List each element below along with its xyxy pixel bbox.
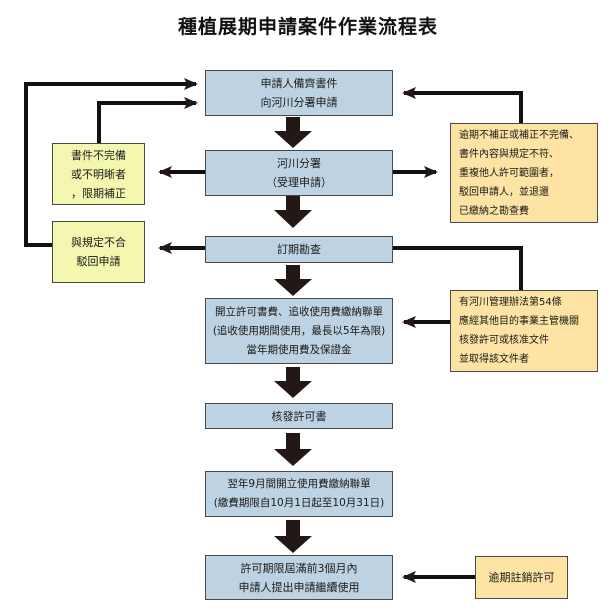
down-arrow-1 xyxy=(274,117,312,148)
branch-article54-line-3: 核發許可或核准文件 xyxy=(459,335,549,346)
step-accept-line-1: 河川分署 xyxy=(277,157,321,170)
step-accept: 河川分署 （受理申請） xyxy=(205,150,393,196)
connector-inspect-to-article54 xyxy=(392,246,523,290)
step-renew: 許可期限屆滿前3個月內 申請人提出申請繼續使用 xyxy=(205,555,393,600)
branch-overdue-reject: 逾期不補正或補正不完備、 書件內容與規定不符、 重複他人許可範圍者， 駁回申請人… xyxy=(450,123,598,223)
branch-overdue-line-4: 駁回申請人，並退還 xyxy=(459,186,549,198)
down-arrow-2 xyxy=(274,196,312,228)
step-accept-line-2: （受理申請） xyxy=(266,176,332,189)
step-inspect-line-1: 訂期勘查 xyxy=(277,243,321,256)
branch-incomplete-line-1: 書件不完備 xyxy=(71,148,126,162)
branch-incomplete-line-3: ，限期補正 xyxy=(71,186,126,200)
step-billing-line-3: 當年期使用費及保證金 xyxy=(246,343,352,356)
branch-overdue-line-2: 書件內容與規定不符、 xyxy=(459,148,559,160)
step-renew-line-1: 許可期限屆滿前3個月內 xyxy=(240,561,358,575)
step-apply: 申請人備齊書件 向河川分署申請 xyxy=(205,70,393,116)
step-inspect: 訂期勘查 xyxy=(205,236,393,263)
branch-article54-line-4: 並取得該文件者 xyxy=(459,354,529,365)
branch-article54: 有河川管理辦法第54條 應經其他目的事業主管機關 核發許可或核准文件 並取得該文… xyxy=(450,290,598,372)
diagram-title: 種植展期申請案件作業流程表 xyxy=(177,16,438,38)
connector-overdue-to-apply xyxy=(402,87,523,123)
down-arrow-5 xyxy=(274,433,312,466)
branch-reject: 與規定不合 駁回申請 xyxy=(52,221,145,283)
down-arrow-6 xyxy=(274,520,312,553)
step-renew-line-2: 申請人提出申請繼續使用 xyxy=(238,580,360,594)
branch-reject-line-1: 與規定不合 xyxy=(71,236,126,249)
step-billing-line-1: 開立許可書費、追收使用費繳納聯單 xyxy=(215,305,383,318)
branch-article54-line-2: 應經其他目的事業主管機關 xyxy=(459,316,579,327)
step-apply-line-1: 申請人備齊書件 xyxy=(260,77,338,90)
connector-incomplete-to-apply xyxy=(97,97,198,143)
branch-overdue-line-1: 逾期不補正或補正不完備、 xyxy=(459,129,579,141)
step-annual: 翌年9月間開立使用費繳納聯單 (繳費期限自10月1日起至10月31日) xyxy=(205,471,393,517)
branch-overdue-line-3: 重複他人許可範圍者， xyxy=(459,167,559,179)
branch-article54-line-1: 有河川管理辦法第54條 xyxy=(459,297,562,308)
branch-incomplete-line-2: 或不明晰者 xyxy=(71,167,126,181)
branch-incomplete: 書件不完備 或不明晰者 ，限期補正 xyxy=(52,143,145,205)
step-annual-line-1: 翌年9月間開立使用費繳納聯單 xyxy=(227,478,371,490)
branch-cancel: 逾期註銷許可 xyxy=(475,556,568,599)
step-issue: 核發許可書 xyxy=(205,403,393,429)
branch-overdue-line-5: 已繳納之勘查費 xyxy=(459,205,529,217)
branch-reject-line-2: 駁回申請 xyxy=(76,255,121,268)
step-billing: 開立許可書費、追收使用費繳納聯單 (追收使用期間使用，最長以5年為限) 當年期使… xyxy=(205,298,393,364)
step-issue-line-1: 核發許可書 xyxy=(271,409,327,423)
step-annual-line-2: (繳費期限自10月1日起至10月31日) xyxy=(213,497,385,509)
step-billing-line-2: (追收使用期間使用，最長以5年為限) xyxy=(212,324,386,337)
down-arrow-3 xyxy=(274,265,312,296)
branch-cancel-line-1: 逾期註銷許可 xyxy=(488,571,555,584)
step-apply-line-2: 向河川分署申請 xyxy=(260,96,338,109)
down-arrow-4 xyxy=(274,367,312,398)
